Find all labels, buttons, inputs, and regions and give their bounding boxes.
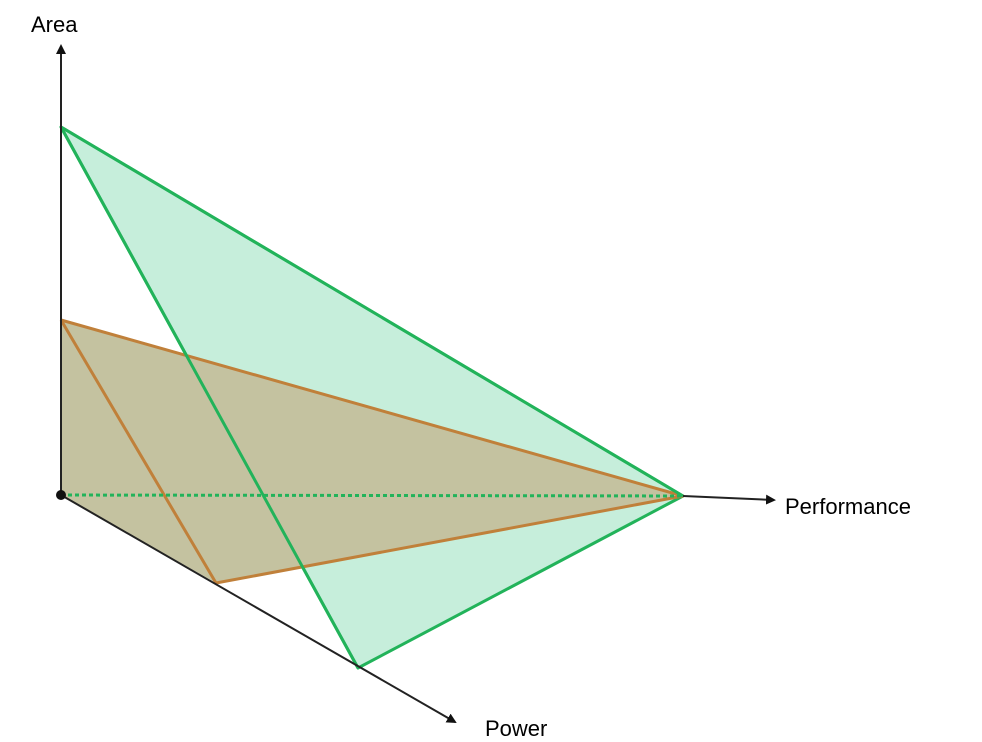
- brown-triangle: [61, 320, 683, 583]
- performance-axis-label: Performance: [785, 494, 911, 519]
- origin-dot: [56, 490, 66, 500]
- green-edge-performance: [60, 125, 684, 498]
- area-axis-label: Area: [31, 12, 78, 37]
- green-dashed-baseline: [60, 493, 684, 498]
- power-axis: [60, 494, 457, 723]
- power-axis-label: Power: [485, 716, 548, 741]
- brown-triangle-edges: [59, 318, 685, 585]
- green-edge-area-to-power: [59, 126, 360, 669]
- performance-axis: [682, 494, 776, 505]
